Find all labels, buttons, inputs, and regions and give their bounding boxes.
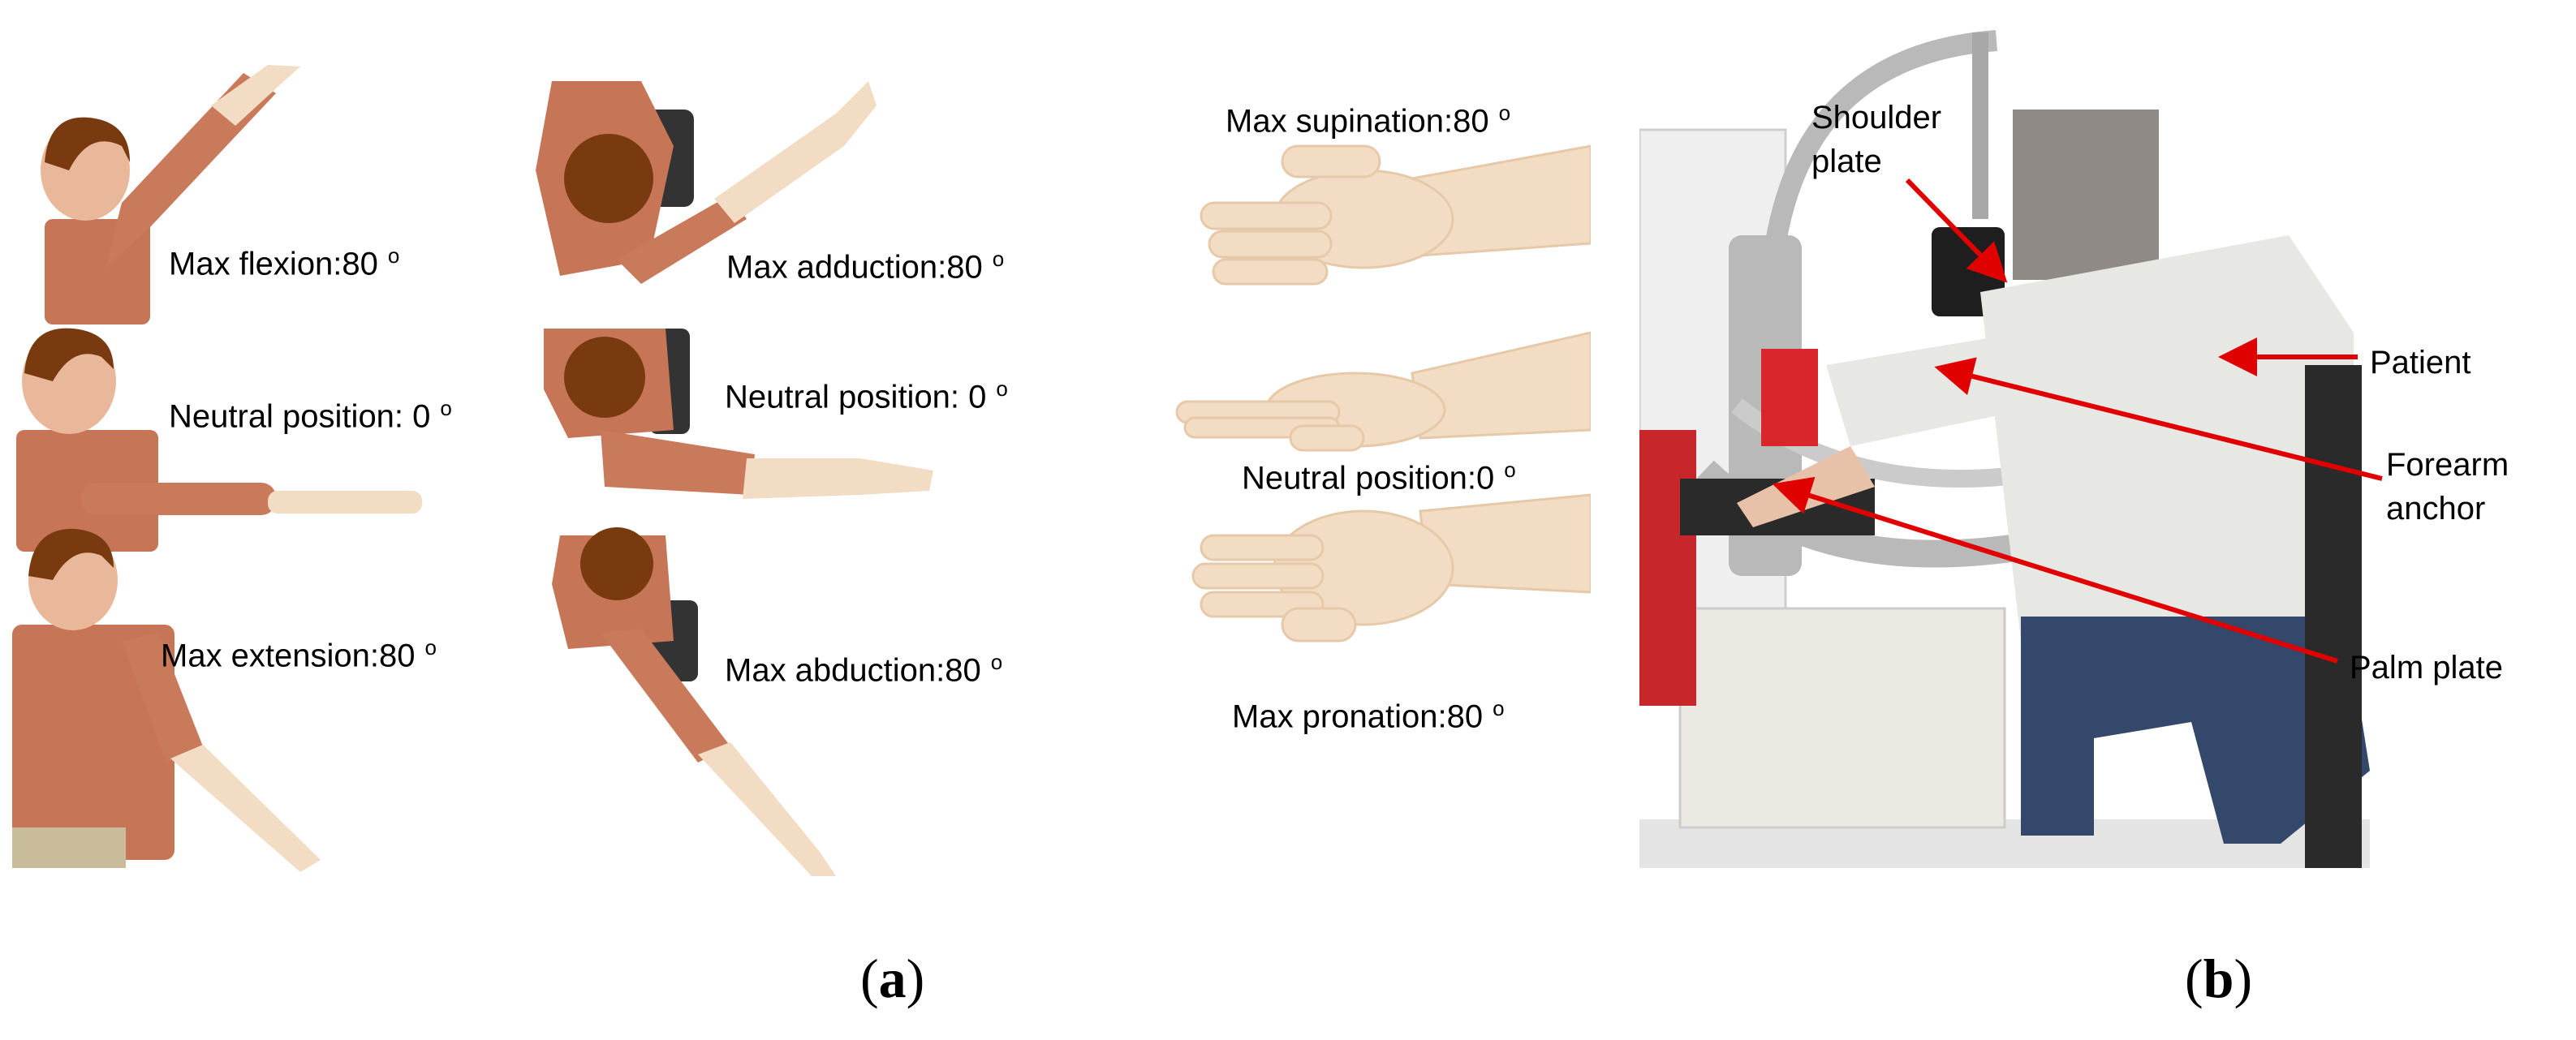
degree-symbol: o	[1504, 458, 1516, 482]
degree-symbol: o	[1498, 101, 1511, 125]
label-max-pronation: Max pronation:80 o	[1232, 698, 1505, 733]
figure-adduction	[536, 81, 877, 284]
label-text: Max adduction:80	[726, 249, 983, 286]
label-neutral-position-top: Neutral position: 0 o	[725, 378, 1008, 413]
callout-text-line2: anchor	[2386, 491, 2486, 526]
hand-pronation	[1191, 493, 1591, 642]
label-neutral-position-hand: Neutral position:0 o	[1242, 459, 1516, 494]
label-text: Max flexion:80	[169, 246, 378, 282]
callout-text-line2: plate	[1811, 144, 1882, 179]
label-max-abduction: Max abduction:80 o	[725, 651, 1002, 686]
arrow-palm-plate	[1772, 476, 2338, 664]
label-max-extension: Max extension:80 o	[161, 637, 437, 672]
callout-text: Patient	[2370, 345, 2471, 380]
label-max-flexion: Max flexion:80 o	[169, 245, 399, 280]
device-red-clamp	[1761, 349, 1818, 446]
label-text: Neutral position: 0	[725, 379, 987, 415]
callout-forearm-anchor: Forearm anchor	[2386, 443, 2509, 531]
arm-postures-illustration	[12, 65, 933, 876]
callout-palm-plate: Palm plate	[2350, 646, 2503, 690]
figure-extension	[12, 528, 321, 872]
caption-letter: a	[878, 948, 907, 1009]
hand-postures-illustration	[1175, 144, 1591, 642]
degree-symbol: o	[990, 650, 1003, 674]
caption-letter: b	[2203, 948, 2234, 1009]
callout-text: Palm plate	[2350, 650, 2503, 685]
figure-neutral-side	[16, 328, 422, 552]
arrow-forearm-anchor	[1934, 357, 2383, 481]
figure-abduction	[552, 527, 836, 876]
label-text: Max pronation:80	[1232, 698, 1484, 735]
label-neutral-position-side: Neutral position: 0 o	[169, 398, 452, 432]
label-text: Max extension:80	[161, 638, 416, 674]
label-text: Neutral position: 0	[169, 398, 431, 435]
callout-text-line1: Forearm	[2386, 447, 2509, 483]
degree-symbol: o	[1493, 696, 1505, 720]
robot-photo	[1639, 24, 2459, 876]
label-text: Neutral position:0	[1242, 460, 1495, 496]
patient-figure	[1737, 110, 2370, 868]
hand-supination	[1200, 144, 1591, 286]
degree-symbol: o	[996, 376, 1008, 401]
callout-shoulder-plate: Shoulder plate	[1811, 96, 1941, 183]
label-text: Max supination:80	[1226, 103, 1489, 140]
callout-patient: Patient	[2370, 341, 2471, 385]
caption-b: (b)	[2185, 948, 2253, 1009]
label-text: Max abduction:80	[725, 652, 981, 689]
figure-neutral-top	[544, 329, 933, 499]
arrow-shoulder-plate	[1905, 178, 2008, 283]
label-max-supination: Max supination:80 o	[1226, 102, 1510, 137]
degree-symbol: o	[424, 635, 437, 660]
caption-a: (a)	[860, 948, 925, 1009]
label-max-adduction: Max adduction:80 o	[726, 248, 1004, 283]
degree-symbol: o	[387, 243, 400, 268]
degree-symbol: o	[440, 396, 452, 420]
figure-flexion	[41, 65, 300, 324]
callout-text-line1: Shoulder	[1811, 100, 1942, 135]
degree-symbol: o	[992, 247, 1005, 271]
hand-neutral	[1175, 331, 1591, 452]
